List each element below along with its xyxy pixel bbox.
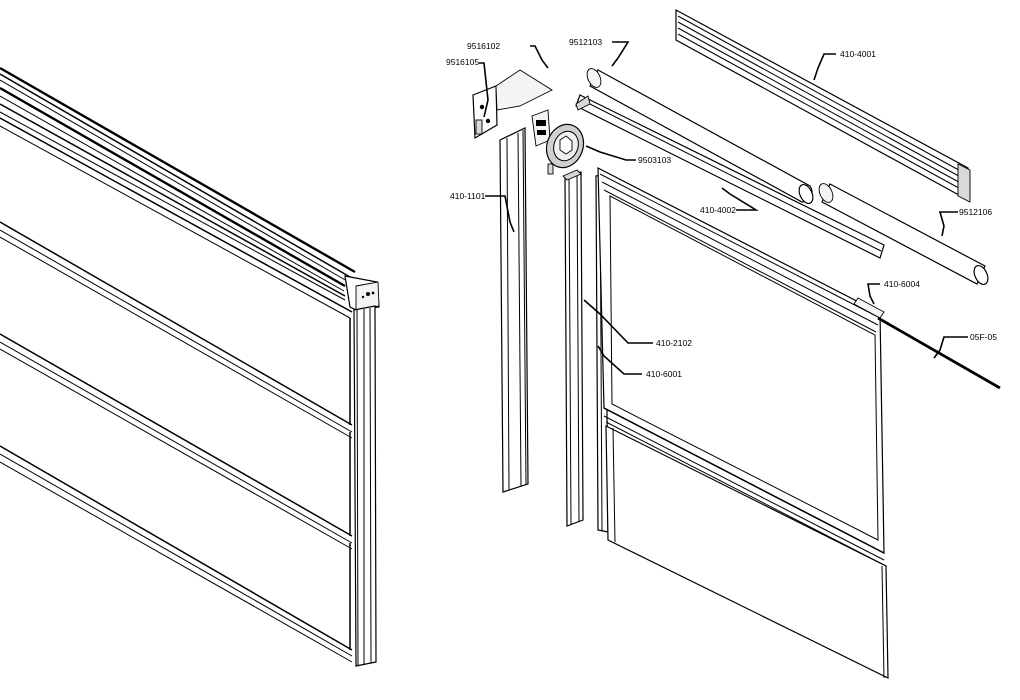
svg-text:9512106: 9512106 [959, 207, 992, 217]
exploded-parts-view: 9516102 9516105 9512103 410-4001 9503103 [446, 8, 1001, 679]
callout-05F-05: 05F-05 [933, 332, 997, 359]
part-05F-05 [877, 316, 1001, 390]
svg-text:9503103: 9503103 [638, 155, 671, 165]
callout-410-1101: 410-1101 [450, 191, 515, 233]
svg-text:9512103: 9512103 [569, 37, 602, 47]
svg-text:9516102: 9516102 [467, 41, 500, 51]
part-410-4002 [575, 94, 885, 259]
assembled-side-post [353, 305, 377, 667]
svg-text:05F-05: 05F-05 [970, 332, 997, 342]
assembled-screen-panels [0, 117, 353, 663]
callout-410-4002: 410-4002 [700, 187, 759, 215]
svg-text:410-6004: 410-6004 [884, 279, 920, 289]
callout-9516105: 9516105 [446, 57, 489, 118]
svg-text:410-6001: 410-6001 [646, 369, 682, 379]
callout-410-2102: 410-2102 [583, 299, 692, 348]
part-9503103-endcap [545, 123, 585, 169]
callout-410-6001: 410-6001 [597, 345, 682, 379]
svg-text:410-1101: 410-1101 [450, 191, 486, 201]
callout-410-4001: 410-4001 [813, 49, 876, 81]
part-410-2102 [562, 169, 584, 527]
part-410-1101 [499, 127, 529, 493]
callout-410-6004: 410-6004 [867, 279, 920, 305]
callout-9512103: 9512103 [569, 37, 630, 67]
part-screen-frame [597, 167, 889, 679]
svg-text:9516105: 9516105 [446, 57, 479, 67]
svg-text:410-2102: 410-2102 [656, 338, 692, 348]
svg-text:410-4001: 410-4001 [840, 49, 876, 59]
callout-9503103: 9503103 [585, 145, 671, 165]
callouts: 9516102 9516105 9512103 410-4001 9503103 [446, 37, 997, 379]
part-9512106-tube [818, 183, 989, 286]
assembled-screen-view [0, 66, 380, 667]
part-9512103-tube [586, 68, 814, 205]
part-clip [531, 109, 554, 175]
callout-9516102: 9516102 [467, 41, 549, 69]
part-410-4001 [675, 8, 971, 203]
assembled-head-box [0, 66, 380, 311]
svg-text:410-4002: 410-4002 [700, 205, 736, 215]
callout-9512106: 9512106 [938, 207, 992, 237]
